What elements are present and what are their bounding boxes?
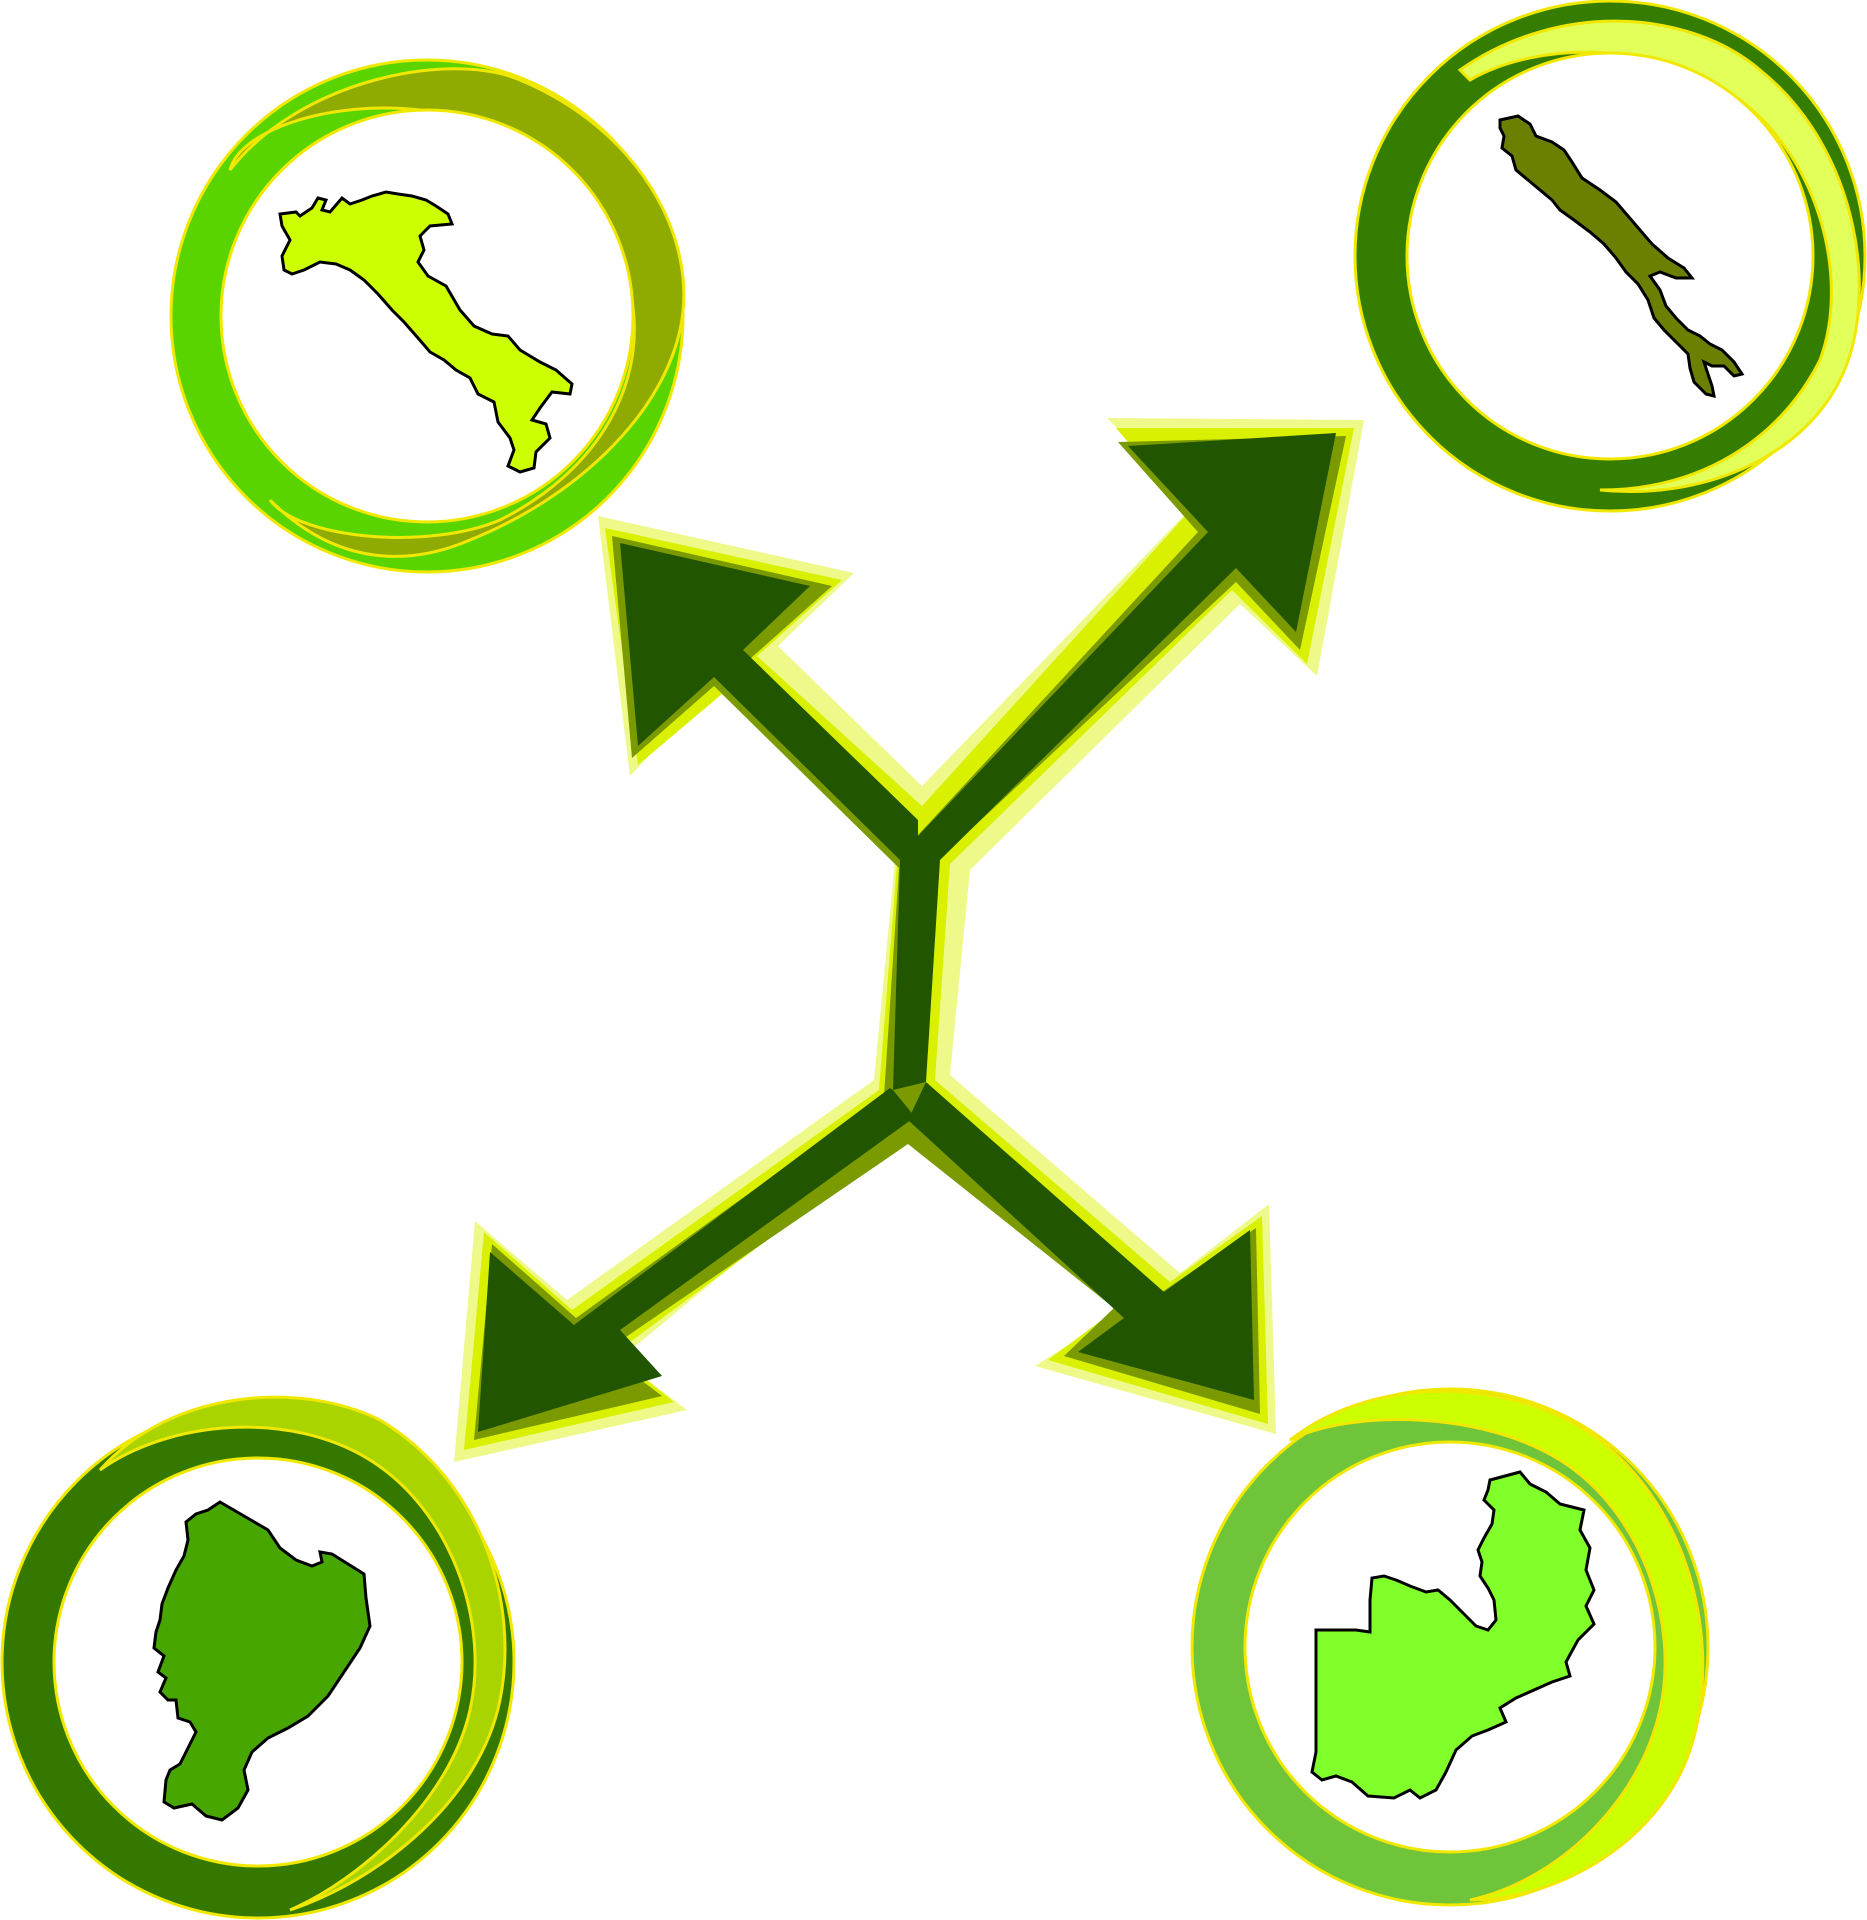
angular-country-map-icon [1310,1470,1596,1800]
node-bottom-right [1190,1387,1710,1907]
node-bottom-left [0,1395,516,1920]
arrow-up-right [918,433,1336,860]
ring-crescent [1289,1389,1705,1902]
node-top-left [169,58,686,574]
rounded-country-map-icon [152,1500,372,1822]
elongated-island-map-icon [1498,114,1745,399]
arrow-fill-layer [478,433,1336,1432]
ring-hole [1405,51,1815,461]
ring-crescent [98,1395,507,1912]
arrow-up-left [620,543,918,860]
node-top-right [1353,0,1867,513]
arrow-stem [893,860,940,1090]
arrow-cluster [454,418,1364,1462]
arrow-down-right [908,1082,1254,1400]
italy-map-icon [278,190,574,474]
arrow-down-left [478,1088,915,1432]
